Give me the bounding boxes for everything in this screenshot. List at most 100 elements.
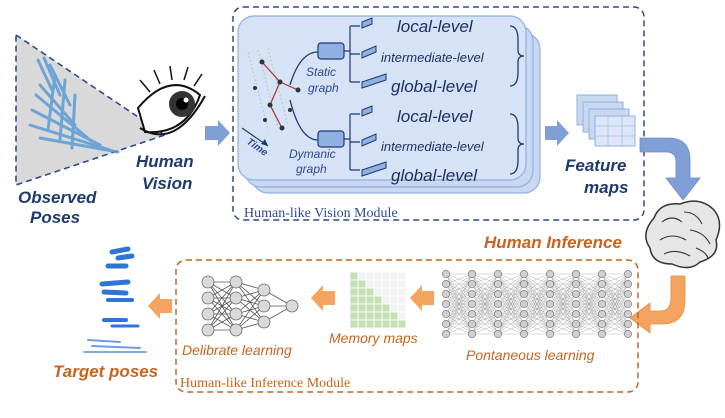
network-node — [257, 299, 271, 313]
network-node — [494, 310, 502, 318]
inference-module-border — [175, 259, 639, 393]
pontaneous-learning-network — [442, 270, 632, 338]
memory-cell — [365, 319, 375, 329]
network-node — [494, 330, 502, 338]
network-node — [546, 330, 554, 338]
static-graph-label-line2: graph — [308, 81, 339, 95]
memory-cell — [357, 287, 367, 297]
network-node — [442, 330, 450, 338]
network-node — [572, 290, 580, 298]
network-node — [624, 290, 632, 298]
static-intermediate-level-label: intermediate-level — [381, 50, 485, 65]
memory-cell — [349, 311, 359, 321]
memory-cell — [397, 303, 407, 313]
network-node — [494, 270, 502, 278]
memory-cell — [365, 287, 375, 297]
memory-cell — [365, 303, 375, 313]
arrow-spontaneous-to-memory — [410, 285, 434, 311]
network-node — [201, 275, 215, 289]
static-local-level-label: local-level — [397, 17, 474, 36]
spatio-temporal-graph-icon — [241, 47, 301, 147]
memory-cell — [389, 311, 399, 321]
memory-cell — [365, 279, 375, 289]
memory-cell — [357, 279, 367, 289]
memory-cell — [349, 287, 359, 297]
network-node — [624, 280, 632, 288]
network-node — [546, 300, 554, 308]
memory-cell — [397, 279, 407, 289]
memory-cell — [357, 311, 367, 321]
network-node — [546, 320, 554, 328]
observed-poses-label-line1: Observed — [18, 188, 97, 207]
memory-cell — [349, 303, 359, 313]
memory-cell — [397, 311, 407, 321]
network-node — [494, 300, 502, 308]
network-node — [442, 290, 450, 298]
network-node — [598, 280, 606, 288]
arrow-eye-to-vision-module — [205, 120, 230, 146]
observed-poses-label-line2: Poses — [30, 208, 80, 227]
vision-module-border — [232, 6, 645, 221]
network-node — [520, 310, 528, 318]
deliberate-learning-network — [201, 275, 299, 337]
network-node — [598, 300, 606, 308]
memory-cell — [397, 271, 407, 281]
network-node — [201, 307, 215, 321]
network-node — [468, 330, 476, 338]
network-node — [546, 310, 554, 318]
network-node — [520, 280, 528, 288]
arrow-feature-maps-to-brain — [639, 137, 701, 201]
network-node — [285, 299, 299, 313]
network-node — [442, 320, 450, 328]
memory-cell — [373, 303, 383, 313]
memory-cell — [373, 279, 383, 289]
network-node — [624, 310, 632, 318]
memory-cell — [389, 295, 399, 305]
network-node — [468, 310, 476, 318]
network-node — [229, 275, 243, 289]
memory-cell — [373, 287, 383, 297]
memory-cell — [389, 271, 399, 281]
memory-cell — [381, 287, 391, 297]
network-node — [442, 270, 450, 278]
inference-module-title: Human-like Inference Module — [180, 376, 350, 391]
arrow-brain-to-inference-module — [629, 275, 686, 334]
human-inference-label: Human Inference — [484, 233, 622, 252]
pontaneous-learning-label: Pontaneous learning — [466, 347, 595, 363]
dynamic-graph-block — [317, 130, 345, 148]
network-node — [520, 290, 528, 298]
arrow-vision-to-feature-maps — [545, 120, 569, 146]
network-node — [494, 280, 502, 288]
memory-cell — [365, 295, 375, 305]
network-node — [572, 280, 580, 288]
deliberate-learning-label: Delibrate learning — [182, 342, 292, 358]
network-node — [546, 290, 554, 298]
memory-cell — [349, 271, 359, 281]
observed-poses-graphic — [15, 33, 167, 187]
memory-cell — [397, 295, 407, 305]
network-node — [572, 320, 580, 328]
memory-cell — [389, 287, 399, 297]
static-graph-block — [317, 42, 345, 60]
network-node — [229, 323, 243, 337]
brain-icon — [645, 200, 721, 269]
memory-cell — [389, 279, 399, 289]
eye-icon — [136, 65, 206, 136]
target-poses-label: Target poses — [53, 362, 158, 381]
arrow-memory-to-deliberate — [311, 285, 335, 311]
memory-cell — [365, 271, 375, 281]
network-node — [598, 290, 606, 298]
network-node — [201, 323, 215, 337]
memory-cell — [373, 295, 383, 305]
memory-cell — [389, 303, 399, 313]
human-vision-label-line2: Vision — [142, 174, 192, 193]
memory-cell — [373, 319, 383, 329]
network-node — [468, 290, 476, 298]
network-node — [624, 330, 632, 338]
memory-cell — [357, 271, 367, 281]
network-node — [520, 330, 528, 338]
network-node — [442, 280, 450, 288]
network-node — [624, 300, 632, 308]
network-node — [468, 270, 476, 278]
memory-cell — [373, 311, 383, 321]
